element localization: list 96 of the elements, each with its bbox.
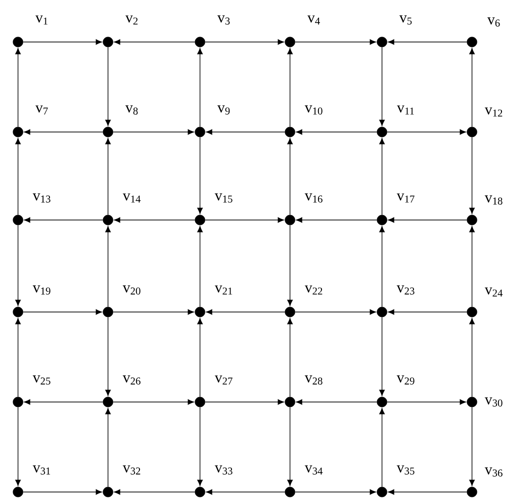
vertex-label: v$_{35}$	[396, 465, 414, 475]
vertex-label: v$_{23}$	[396, 285, 414, 295]
arrow	[197, 136, 203, 214]
arrow	[197, 318, 203, 398]
arrow	[379, 408, 385, 488]
arrow	[469, 318, 475, 398]
arrow	[15, 406, 21, 486]
vertex-label: v$_{31}$	[32, 465, 50, 475]
arrow	[296, 399, 378, 405]
arrow	[22, 309, 102, 315]
arrow	[294, 489, 376, 495]
arrow	[15, 224, 21, 306]
arrow	[112, 129, 194, 135]
arrow	[469, 48, 475, 128]
arrow	[105, 46, 111, 126]
arrow	[197, 48, 203, 128]
arrow	[114, 39, 196, 45]
vertex-label: v$_{36}$	[484, 467, 502, 477]
arrow	[388, 489, 468, 495]
arrow	[294, 39, 376, 45]
arrow	[15, 138, 21, 216]
vertex-label: v$_{6}$	[487, 17, 500, 27]
arrow	[386, 129, 466, 135]
arrow	[388, 309, 468, 315]
arrow	[388, 39, 468, 45]
vertex-label: v$_{28}$	[304, 375, 322, 385]
arrow	[287, 48, 293, 128]
vertex-label: v$_{9}$	[217, 105, 230, 115]
arrow	[287, 224, 293, 306]
vertex-label: v$_{30}$	[484, 397, 502, 407]
arrow	[379, 138, 385, 216]
vertex-label: v$_{27}$	[214, 375, 232, 385]
arrow	[15, 318, 21, 398]
arrow	[388, 217, 468, 223]
vertex-label: v$_{29}$	[396, 375, 414, 385]
vertex-label: v$_{21}$	[214, 285, 232, 295]
vertex-label: v$_{18}$	[484, 195, 502, 205]
vertex-label: v$_{1}$	[35, 15, 48, 25]
vertex-label: v$_{26}$	[122, 375, 140, 385]
arrow	[105, 138, 111, 216]
arrow	[112, 309, 194, 315]
arrow	[469, 406, 475, 486]
vertex-label: v$_{15}$	[214, 193, 232, 203]
arrow	[469, 226, 475, 308]
arrow	[469, 136, 475, 214]
arrow	[105, 408, 111, 488]
arrow	[197, 226, 203, 308]
arrow	[379, 226, 385, 308]
arrow	[296, 129, 378, 135]
arrow	[105, 316, 111, 396]
vertex-label: v$_{22}$	[304, 285, 322, 295]
arrow	[287, 138, 293, 216]
vertex-label: v$_{10}$	[304, 105, 322, 115]
arrow	[204, 39, 284, 45]
arrow	[24, 399, 104, 405]
arrow	[204, 217, 284, 223]
vertex-label: v$_{14}$	[122, 193, 141, 203]
arrow	[287, 318, 293, 398]
vertex-label: v$_{20}$	[122, 285, 140, 295]
vertex-label: v$_{34}$	[304, 465, 323, 475]
vertex-label: v$_{3}$	[217, 15, 230, 25]
arrow	[114, 217, 196, 223]
vertex-label: v$_{8}$	[125, 105, 138, 115]
arrow	[294, 309, 376, 315]
arrow	[206, 129, 286, 135]
vertex-label: v$_{2}$	[125, 15, 138, 25]
arrow	[22, 489, 102, 495]
vertex-label: v$_{33}$	[214, 465, 232, 475]
vertex-label: v$_{7}$	[35, 105, 48, 115]
vertex-label: v$_{32}$	[122, 465, 140, 475]
vertex-label: v$_{24}$	[484, 287, 503, 297]
arrow	[204, 399, 284, 405]
vertex-label: v$_{5}$	[399, 15, 412, 25]
vertex-label: v$_{13}$	[32, 193, 50, 203]
arrow	[22, 39, 102, 45]
vertex-label: v$_{4}$	[307, 15, 320, 25]
arrow	[114, 489, 196, 495]
vertex-label: v$_{12}$	[484, 107, 502, 117]
vertex-label: v$_{11}$	[396, 105, 414, 115]
arrow	[386, 399, 466, 405]
arrow	[105, 226, 111, 308]
arrow	[197, 406, 203, 486]
vertex-label: v$_{16}$	[304, 193, 322, 203]
arrow	[24, 217, 104, 223]
arrow	[287, 406, 293, 486]
vertex-label: v$_{19}$	[32, 285, 50, 295]
vertex-label: v$_{25}$	[32, 375, 50, 385]
arrow	[206, 309, 286, 315]
arrow	[112, 399, 194, 405]
arrow	[296, 217, 378, 223]
arrow	[379, 316, 385, 396]
arrow	[24, 129, 104, 135]
arrow	[15, 48, 21, 128]
arrow	[379, 46, 385, 126]
arrow	[206, 489, 286, 495]
vertex-label: v$_{17}$	[396, 193, 414, 203]
